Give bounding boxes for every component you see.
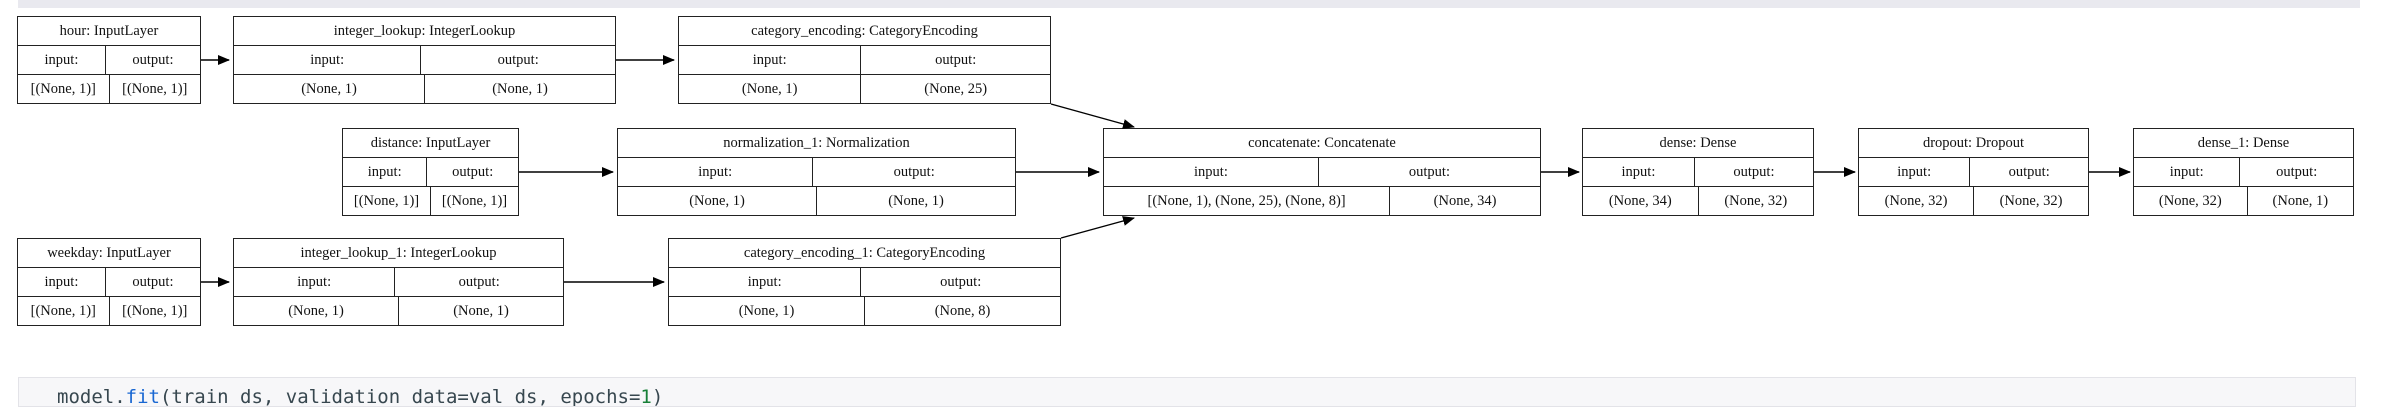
output-shape: [(None, 1)]	[108, 75, 201, 103]
layer-node-dense: dense: Dense input: output: (None, 34) (…	[1582, 128, 1814, 216]
code-method-fit: fit	[125, 386, 160, 407]
input-label: input:	[44, 273, 79, 290]
code-args: (train_ds, validation_data=val_ds, epoch…	[159, 386, 641, 407]
layer-node-dropout: dropout: Dropout input: output: (None, 3…	[1858, 128, 2089, 216]
output-label: output:	[1317, 158, 1540, 186]
layer-title: dense: Dense	[1583, 129, 1813, 158]
input-label: input:	[310, 51, 345, 68]
output-shape: (None, 32)	[1973, 187, 2088, 215]
edge-category-encoding-to-concatenate	[1050, 103, 1135, 129]
output-shape: (None, 1)	[816, 187, 1015, 215]
output-shape: (None, 34)	[1389, 187, 1540, 215]
input-shape: (None, 1)	[738, 302, 795, 319]
code-cell[interactable]: model.fit(train_ds, validation_data=val_…	[18, 377, 2356, 407]
input-shape: [(None, 1), (None, 25), (None, 8)]	[1147, 192, 1346, 209]
input-shape: (None, 32)	[1884, 192, 1948, 209]
output-label: output:	[860, 46, 1050, 74]
layer-title: category_encoding: CategoryEncoding	[679, 17, 1050, 46]
input-shape: (None, 1)	[741, 80, 798, 97]
output-label: output:	[104, 46, 200, 74]
layer-title: weekday: InputLayer	[18, 239, 200, 268]
previous-cell-bottom-edge	[18, 0, 2360, 8]
input-shape: (None, 1)	[689, 192, 745, 209]
input-label: input:	[297, 273, 332, 290]
layer-title: distance: InputLayer	[343, 129, 518, 158]
layer-node-weekday: weekday: InputLayer input: output: [(Non…	[17, 238, 201, 326]
input-shape: (None, 1)	[288, 302, 344, 319]
layer-node-integer-lookup: integer_lookup: IntegerLookup input: out…	[233, 16, 616, 104]
output-shape: (None, 8)	[864, 297, 1060, 325]
code-line: model.fit(train_ds, validation_data=val_…	[57, 385, 664, 407]
input-shape: [(None, 1)]	[30, 302, 96, 319]
layer-node-normalization-1: normalization_1: Normalization input: ou…	[617, 128, 1016, 216]
layer-node-hour: hour: InputLayer input: output: [(None, …	[17, 16, 201, 104]
input-label: input:	[44, 51, 79, 68]
input-label: input:	[698, 163, 733, 180]
input-label: input:	[367, 163, 402, 180]
output-shape: [(None, 1)]	[430, 187, 518, 215]
input-shape: (None, 32)	[2158, 192, 2222, 209]
output-label: output:	[1969, 158, 2088, 186]
input-shape: (None, 1)	[301, 80, 357, 97]
input-label: input:	[1194, 163, 1228, 180]
code-number: 1	[640, 386, 652, 407]
layer-node-dense-1: dense_1: Dense input: output: (None, 32)…	[2133, 128, 2354, 216]
layer-node-integer-lookup-1: integer_lookup_1: IntegerLookup input: o…	[233, 238, 564, 326]
input-shape: [(None, 1)]	[353, 192, 420, 209]
input-label: input:	[2169, 163, 2204, 180]
input-label: input:	[747, 273, 782, 290]
output-shape: (None, 32)	[1697, 187, 1814, 215]
layer-title: dropout: Dropout	[1859, 129, 2088, 158]
output-label: output:	[1693, 158, 1813, 186]
output-label: output:	[394, 268, 563, 296]
layer-node-concatenate: concatenate: Concatenate input: output: …	[1103, 128, 1541, 216]
layer-node-category-encoding-1: category_encoding_1: CategoryEncoding in…	[668, 238, 1061, 326]
output-label: output:	[860, 268, 1060, 296]
code-close-paren: )	[651, 386, 664, 407]
layer-title: integer_lookup: IntegerLookup	[234, 17, 615, 46]
input-label: input:	[1897, 163, 1932, 180]
output-shape: (None, 1)	[424, 75, 615, 103]
output-label: output:	[426, 158, 518, 186]
output-shape: [(None, 1)]	[108, 297, 201, 325]
edge-category-encoding-1-to-concatenate	[1060, 216, 1135, 239]
layer-title: normalization_1: Normalization	[618, 129, 1015, 158]
input-shape: (None, 34)	[1608, 192, 1672, 209]
layer-node-category-encoding: category_encoding: CategoryEncoding inpu…	[678, 16, 1051, 104]
output-label: output:	[104, 268, 200, 296]
output-label: output:	[812, 158, 1015, 186]
output-label: output:	[420, 46, 615, 74]
layer-title: dense_1: Dense	[2134, 129, 2353, 158]
input-label: input:	[1621, 163, 1656, 180]
layer-title: hour: InputLayer	[18, 17, 200, 46]
layer-node-distance: distance: InputLayer input: output: [(No…	[342, 128, 519, 216]
input-shape: [(None, 1)]	[30, 80, 96, 97]
output-shape: (None, 1)	[398, 297, 563, 325]
layer-title: integer_lookup_1: IntegerLookup	[234, 239, 563, 268]
code-plain: model.	[57, 386, 126, 407]
output-shape: (None, 1)	[2246, 187, 2353, 215]
layer-title: concatenate: Concatenate	[1104, 129, 1540, 158]
layer-title: category_encoding_1: CategoryEncoding	[669, 239, 1060, 268]
input-label: input:	[752, 51, 787, 68]
output-label: output:	[2239, 158, 2353, 186]
output-shape: (None, 25)	[860, 75, 1050, 103]
